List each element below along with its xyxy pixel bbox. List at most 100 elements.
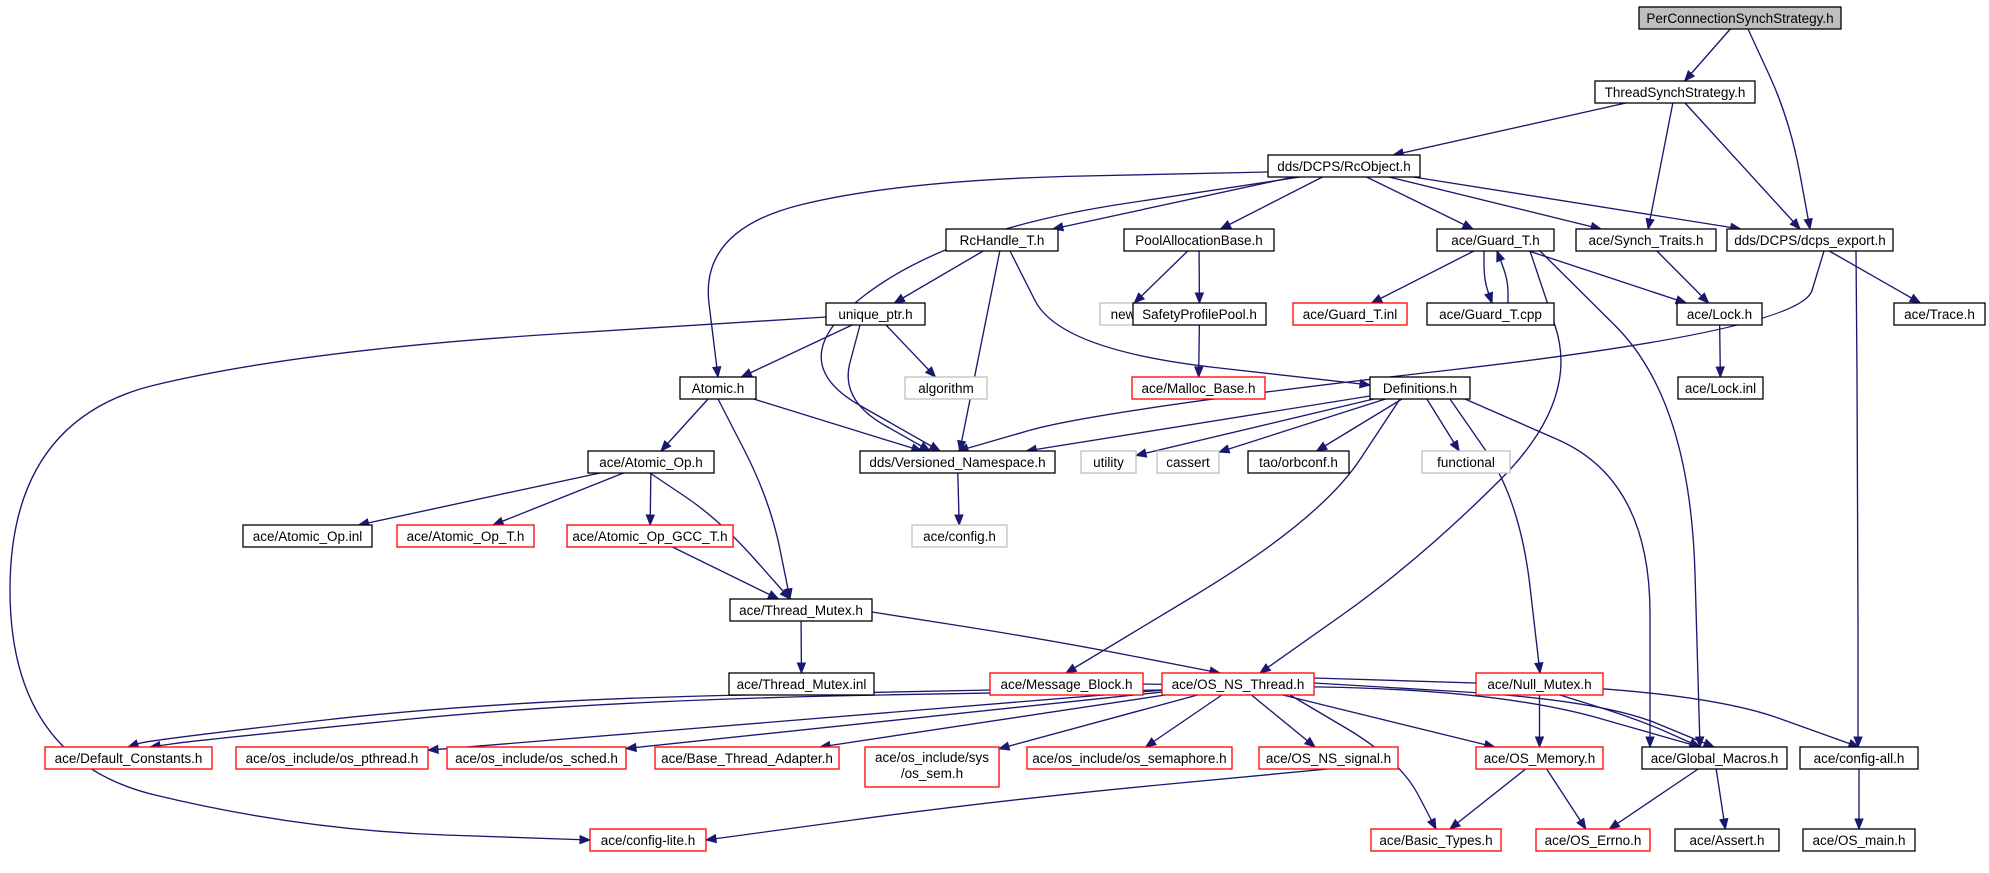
node-basictypes[interactable]: ace/Basic_Types.h [1370, 828, 1502, 852]
edge-osnsthread-to-signal-arrowhead [1303, 736, 1317, 748]
node-oserrno[interactable]: ace/OS_Errno.h [1535, 828, 1651, 852]
edge-tss-to-synch-arrowhead [1645, 217, 1655, 231]
edge-dexp-to-configall [1855, 250, 1859, 747]
node-uptr[interactable]: unique_ptr.h [825, 302, 926, 326]
edge-guard-to-guardinl [1371, 250, 1475, 304]
edge-guard-to-guardcpp-arrowhead [1484, 291, 1494, 305]
node-guardinl[interactable]: ace/Guard_T.inl [1292, 302, 1408, 326]
node-pab[interactable]: PoolAllocationBase.h [1123, 228, 1275, 252]
edge-rch-to-uptr-arrowhead [893, 293, 906, 304]
node-config[interactable]: ace/config.h [911, 524, 1008, 548]
node-gmacros-box [1641, 746, 1788, 770]
node-tmutex[interactable]: ace/Thread_Mutex.h [729, 598, 873, 622]
node-dexp-label: dds/DCPS/dcps_export.h [1734, 233, 1886, 248]
node-rch-label: RcHandle_T.h [960, 233, 1045, 248]
node-tss[interactable]: ThreadSynchStrategy.h [1594, 80, 1756, 104]
node-aopt-label: ace/Atomic_Op_T.h [407, 529, 525, 544]
node-trace[interactable]: ace/Trace.h [1893, 302, 1986, 326]
edge-osnsthread-to-pthread [427, 689, 1163, 751]
node-guard[interactable]: ace/Guard_T.h [1436, 228, 1555, 252]
node-configlite-label: ace/config-lite.h [601, 833, 696, 848]
edge-osnsthread-to-basictypes-arrowhead [1426, 817, 1437, 831]
node-aopgcc-label: ace/Atomic_Op_GCC_T.h [572, 529, 727, 544]
node-bta[interactable]: ace/Base_Thread_Adapter.h [654, 746, 840, 770]
node-defconst[interactable]: ace/Default_Constants.h [44, 746, 213, 770]
edge-rch-to-vns-arrowhead [957, 439, 967, 453]
node-tmutex-box [729, 598, 873, 622]
node-semaphore[interactable]: ace/os_include/os_semaphore.h [1026, 746, 1233, 770]
node-osnsthread[interactable]: ace/OS_NS_Thread.h [1161, 672, 1315, 696]
node-algo[interactable]: algorithm [904, 376, 988, 400]
node-signal-label: ace/OS_NS_signal.h [1266, 751, 1391, 766]
node-vns[interactable]: dds/Versioned_Namespace.h [859, 450, 1056, 474]
node-osmem[interactable]: ace/OS_Memory.h [1475, 746, 1604, 770]
node-algo-label: algorithm [918, 381, 974, 396]
node-tmutexinl[interactable]: ace/Thread_Mutex.inl [728, 672, 875, 696]
node-cassert[interactable]: cassert [1156, 450, 1220, 474]
node-bta-label: ace/Base_Thread_Adapter.h [661, 751, 833, 766]
node-guardcpp[interactable]: ace/Guard_T.cpp [1426, 302, 1555, 326]
node-guardinl-box [1292, 302, 1408, 326]
node-sched[interactable]: ace/os_include/os_sched.h [446, 746, 627, 770]
edge-osmem-to-basictypes [1449, 768, 1527, 830]
node-osnsthread-box [1161, 672, 1315, 696]
edge-rco-to-vns-arrowhead [928, 441, 942, 452]
node-rco[interactable]: dds/DCPS/RcObject.h [1267, 154, 1421, 178]
node-aopt[interactable]: ace/Atomic_Op_T.h [396, 524, 535, 548]
node-osmain-box [1802, 828, 1916, 852]
node-config-box [911, 524, 1008, 548]
edge-guard-to-guardinl-arrowhead [1370, 294, 1384, 304]
edge-uptr-to-vns [847, 324, 931, 452]
node-configall[interactable]: ace/config-all.h [1799, 746, 1919, 770]
node-utility[interactable]: utility [1080, 450, 1137, 474]
node-pthread[interactable]: ace/os_include/os_pthread.h [235, 746, 429, 770]
node-lock[interactable]: ace/Lock.h [1676, 302, 1763, 326]
node-atomic[interactable]: Atomic.h [679, 376, 757, 400]
node-lock-label: ace/Lock.h [1687, 307, 1752, 322]
node-atomic-box [679, 376, 757, 400]
node-rch[interactable]: RcHandle_T.h [945, 228, 1059, 252]
edge-guard-to-gmacros [1539, 250, 1701, 748]
node-oserrno-label: ace/OS_Errno.h [1545, 833, 1642, 848]
edge-rco-to-atomic [707, 171, 1269, 378]
node-aopinl[interactable]: ace/Atomic_Op.inl [242, 524, 373, 548]
node-defs[interactable]: Definitions.h [1369, 376, 1471, 400]
node-assert[interactable]: ace/Assert.h [1674, 828, 1780, 852]
node-msgblock[interactable]: ace/Message_Block.h [989, 672, 1144, 696]
node-synch[interactable]: ace/Synch_Traits.h [1575, 228, 1717, 252]
node-signal[interactable]: ace/OS_NS_signal.h [1258, 746, 1399, 770]
edge-pab-to-new-arrowhead [1133, 292, 1146, 304]
node-dexp[interactable]: dds/DCPS/dcps_export.h [1726, 228, 1894, 252]
edge-uptr-to-atomic-arrowhead [740, 368, 753, 378]
node-osnsthread-label: ace/OS_NS_Thread.h [1172, 677, 1305, 692]
node-rco-label: dds/DCPS/RcObject.h [1277, 159, 1411, 174]
node-guardcpp-label: ace/Guard_T.cpp [1439, 307, 1542, 322]
node-lockinl[interactable]: ace/Lock.inl [1677, 376, 1764, 400]
edge-configall-to-osmain-arrowhead [1854, 818, 1864, 831]
edge-defs-to-nullmutex [1449, 398, 1541, 674]
edge-osnsthread-to-sched [625, 691, 1163, 750]
edge-osnsthread-to-sched-arrowhead [624, 742, 637, 753]
node-osmain[interactable]: ace/OS_main.h [1802, 828, 1916, 852]
edge-aop-to-aopt [492, 472, 624, 526]
node-orbconf[interactable]: tao/orbconf.h [1247, 450, 1350, 474]
node-nullmutex[interactable]: ace/Null_Mutex.h [1475, 672, 1604, 696]
node-msgblock-box [989, 672, 1144, 696]
edge-aop-to-tmutex [649, 472, 791, 600]
node-gmacros[interactable]: ace/Global_Macros.h [1641, 746, 1788, 770]
edge-aop-to-tmutex-arrowhead [779, 587, 791, 601]
node-aop[interactable]: ace/Atomic_Op.h [587, 450, 715, 474]
node-malloc[interactable]: ace/Malloc_Base.h [1131, 376, 1266, 400]
edge-signal-to-configlite [705, 768, 1329, 841]
node-ossem[interactable]: ace/os_include/sys/os_sem.h [864, 746, 1000, 788]
node-aopgcc[interactable]: ace/Atomic_Op_GCC_T.h [566, 524, 734, 548]
node-functional[interactable]: functional [1421, 450, 1511, 474]
node-pab-label: PoolAllocationBase.h [1135, 233, 1263, 248]
edge-aop-to-aopt-arrowhead [491, 516, 505, 526]
node-configlite[interactable]: ace/config-lite.h [589, 828, 707, 852]
edge-osnsthread-to-bta [819, 694, 1166, 748]
node-spp[interactable]: SafetyProfilePool.h [1132, 302, 1267, 326]
edge-dexp-to-trace-arrowhead [1908, 293, 1922, 304]
node-functional-box [1421, 450, 1511, 474]
node-pcss[interactable]: PerConnectionSynchStrategy.h [1638, 6, 1842, 30]
